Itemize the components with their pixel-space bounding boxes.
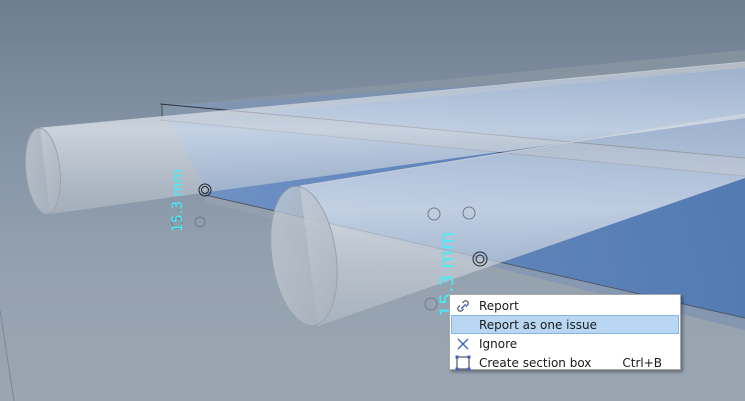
lower-tube[interactable] <box>300 114 745 326</box>
snap-point <box>194 216 206 228</box>
menu-item-create-section-box[interactable]: Create section box Ctrl+B <box>451 353 679 372</box>
plate-top-face <box>162 50 745 118</box>
lower-tube-end-cap <box>270 186 338 326</box>
snap-point <box>171 217 183 229</box>
snap-point <box>462 206 476 220</box>
menu-item-report-as-one-issue[interactable]: Report as one issue <box>451 315 679 334</box>
menu-item-report[interactable]: Report <box>451 296 679 315</box>
background-edge <box>0 309 15 401</box>
upper-tube-edge <box>39 61 745 129</box>
dimension-label: 15.3 mm <box>170 169 186 232</box>
menu-item-shortcut: Ctrl+B <box>622 356 662 370</box>
x-icon <box>455 336 471 352</box>
lower-tube-edge <box>299 113 745 187</box>
snap-point <box>427 207 441 221</box>
section-box-icon <box>455 355 471 371</box>
menu-item-label: Ignore <box>479 337 518 351</box>
clash-marker-1[interactable] <box>198 183 212 197</box>
clash-marker-2[interactable] <box>472 251 488 267</box>
context-menu: Report Report as one issue Ignore <box>449 294 681 372</box>
menu-item-label: Report <box>479 299 519 313</box>
link-icon <box>455 298 471 314</box>
upper-tube-end-cap <box>25 127 61 215</box>
snap-point <box>424 297 438 311</box>
menu-item-ignore[interactable]: Ignore <box>451 334 679 353</box>
menu-item-label: Create section box <box>479 356 592 370</box>
menu-item-label: Report as one issue <box>479 318 597 332</box>
upper-tube[interactable] <box>40 62 745 214</box>
